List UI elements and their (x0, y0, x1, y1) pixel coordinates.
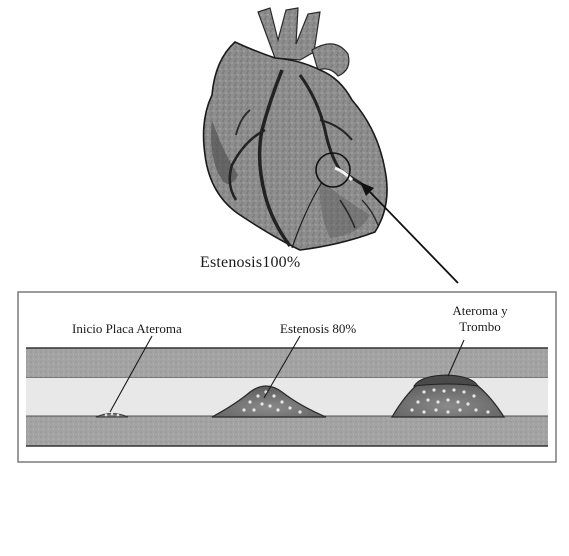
label-atheroma-line2: Trombo (430, 319, 530, 335)
label-stenosis-100: Estenosis100% (200, 254, 300, 272)
label-stenosis-80: Estenosis 80% (280, 321, 356, 337)
label-atheroma-line1: Ateroma y (430, 303, 530, 319)
heart-illustration (204, 8, 388, 250)
label-atheroma-thrombus: Ateroma y Trombo (430, 303, 530, 335)
aorta (258, 8, 320, 60)
artery-lower-wall (26, 416, 548, 446)
artery-upper-wall (26, 348, 548, 378)
label-plaque-start: Inicio Placa Ateroma (72, 321, 182, 337)
